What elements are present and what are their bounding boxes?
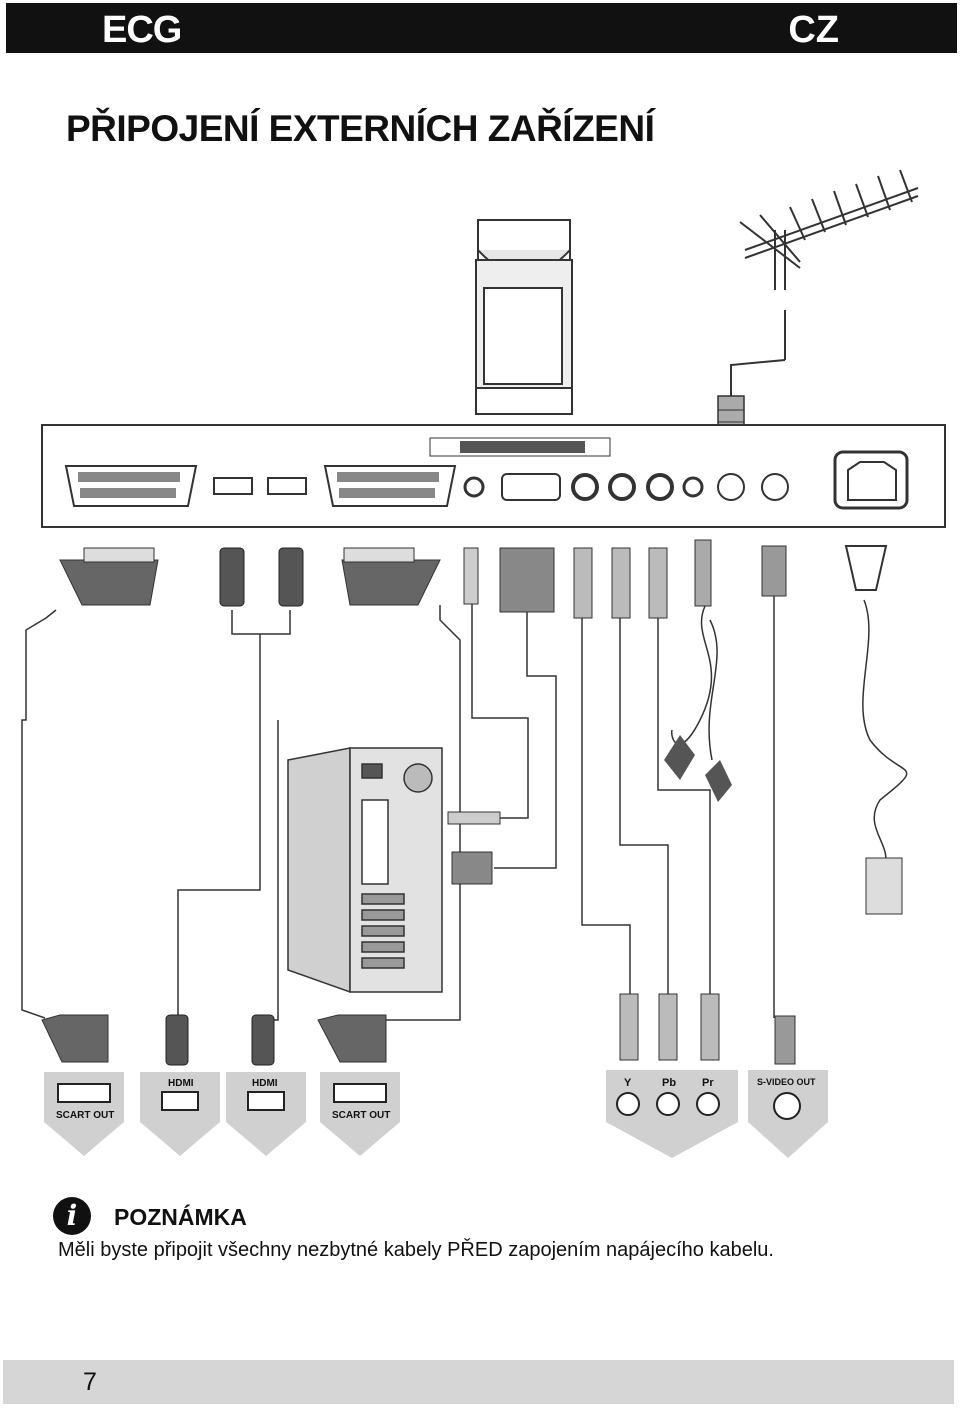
hdmi-plug-icon xyxy=(219,547,245,607)
scart-port-icon xyxy=(323,465,457,507)
earphone-icon xyxy=(705,760,732,802)
page-number: 7 xyxy=(83,1368,97,1396)
hdmi-plug-icon xyxy=(165,1014,189,1066)
label-scart-out: SCART OUT xyxy=(332,1110,390,1121)
antenna-jack-icon xyxy=(717,473,745,501)
rca-plug-icon xyxy=(658,993,678,1061)
headphone-plug-icon xyxy=(694,539,712,607)
label-scart-out: SCART OUT xyxy=(56,1110,114,1121)
label-y: Y xyxy=(624,1077,632,1089)
info-icon: i xyxy=(53,1197,91,1235)
tv-rear-panel xyxy=(41,424,946,528)
label-hdmi: HDMI xyxy=(168,1078,194,1089)
svideo-plug-icon xyxy=(774,1015,796,1065)
headphone-jack-icon xyxy=(682,476,704,498)
scart-port-icon xyxy=(57,1083,111,1103)
vga-plug-icon xyxy=(499,547,555,613)
label-svideo-out: S-VIDEO OUT xyxy=(757,1077,816,1087)
label-pb: Pb xyxy=(662,1077,676,1089)
header-bar: ECG CZ xyxy=(6,3,957,53)
rca-jack-icon xyxy=(646,473,674,501)
hdmi-port-icon xyxy=(247,1091,285,1111)
scart-plug-icon xyxy=(317,1014,387,1063)
page-title: PŘIPOJENÍ EXTERNÍCH ZAŘÍZENÍ xyxy=(66,108,655,149)
footer-bar: 7 xyxy=(3,1360,954,1404)
label-hdmi: HDMI xyxy=(252,1078,278,1089)
hdmi-port-icon xyxy=(213,477,253,495)
audio-plug-icon xyxy=(447,811,501,825)
scart-plug-icon xyxy=(59,547,159,606)
svideo-jack-icon xyxy=(761,473,789,501)
scart-port-icon xyxy=(333,1083,387,1103)
ci-module-icon xyxy=(475,219,573,415)
earphone-icon xyxy=(664,735,695,780)
vga-plug-icon xyxy=(451,851,493,885)
hdmi-plug-icon xyxy=(251,1014,275,1066)
rca-jack-icon xyxy=(616,1092,640,1116)
rca-jack-icon xyxy=(696,1092,720,1116)
rca-plug-icon xyxy=(573,547,593,619)
scart-port-icon xyxy=(64,465,198,507)
scart-plug-icon xyxy=(41,1014,109,1063)
connection-diagram: HDMI HDMI SCART OUT SCART OUT Y Pb Pr S-… xyxy=(21,169,946,1158)
wall-plug-icon xyxy=(865,857,903,915)
audio-jack-icon xyxy=(463,476,485,498)
rca-plug-icon xyxy=(700,993,720,1061)
language-code: CZ xyxy=(788,9,839,51)
pc-tower-icon xyxy=(287,747,443,994)
vga-port-icon xyxy=(501,473,561,501)
audio-plug-icon xyxy=(463,547,479,605)
rca-jack-icon xyxy=(656,1092,680,1116)
antenna-icon xyxy=(730,169,919,400)
note-text: Měli byste připojit všechny nezbytné kab… xyxy=(58,1239,774,1261)
rca-jack-icon xyxy=(608,473,636,501)
hdmi-plug-icon xyxy=(278,547,304,607)
rca-plug-icon xyxy=(648,547,668,619)
hdmi-port-icon xyxy=(161,1091,199,1111)
rca-jack-icon xyxy=(571,473,599,501)
label-pr: Pr xyxy=(702,1077,714,1089)
rca-plug-icon xyxy=(619,993,639,1061)
cable-lines xyxy=(21,596,908,1021)
svideo-jack-icon xyxy=(773,1092,801,1120)
power-plug-icon xyxy=(844,545,888,591)
note-title: POZNÁMKA xyxy=(114,1204,247,1230)
scart-plug-icon xyxy=(341,547,441,606)
hdmi-port-icon xyxy=(267,477,307,495)
svideo-plug-icon xyxy=(761,545,787,597)
rca-plug-icon xyxy=(611,547,631,619)
brand-logo: ECG xyxy=(102,9,182,51)
